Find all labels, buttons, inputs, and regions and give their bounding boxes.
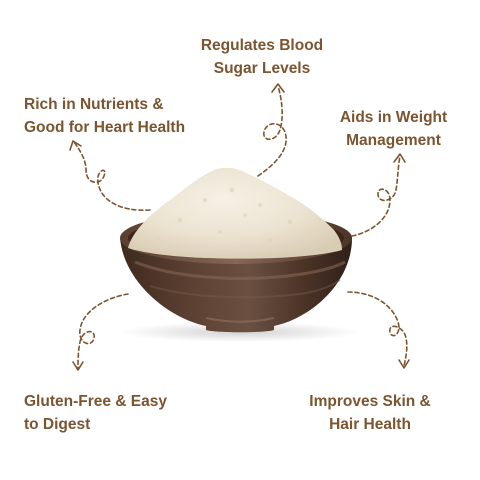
benefit-top-left-line2: Good for Heart Health <box>24 119 186 136</box>
benefit-top-left-line1: Rich in Nutrients & <box>24 96 164 113</box>
arrowhead-bottom-right <box>398 359 410 369</box>
benefit-top-line2: Sugar Levels <box>213 60 311 77</box>
arrowhead-top-right <box>393 153 406 163</box>
arrowhead-bottom-left <box>72 361 84 371</box>
arrow-bottom-right <box>347 291 408 367</box>
arrow-bottom-left <box>77 293 129 369</box>
benefit-bottom-left-line1: Gluten-Free & Easy <box>24 393 167 410</box>
benefit-label-gluten-free: Gluten-Free & Easy to Digest <box>24 390 167 436</box>
arrowhead-top-left <box>69 140 82 151</box>
flour-mound <box>128 167 342 259</box>
arrowhead-top <box>271 83 285 93</box>
bowl-body <box>120 238 352 333</box>
benefit-label-nutrients: Rich in Nutrients & Good for Heart Healt… <box>24 93 185 139</box>
arrow-top-left <box>73 141 151 211</box>
benefit-top-line1: Regulates Blood <box>200 37 324 54</box>
benefit-bottom-right-line2: Hair Health <box>329 416 411 433</box>
arrow-top-right <box>351 155 401 237</box>
arrow-top <box>257 85 287 177</box>
benefit-label-blood-sugar: Regulates Blood Sugar Levels <box>192 34 332 80</box>
benefit-top-right-line2: Management <box>346 132 441 149</box>
benefit-label-weight: Aids in Weight Management <box>333 106 454 152</box>
benefit-bottom-right-line1: Improves Skin & <box>309 393 431 410</box>
benefit-top-right-line1: Aids in Weight <box>339 109 448 126</box>
benefit-bottom-left-line2: to Digest <box>24 416 91 433</box>
benefit-label-skin-hair: Improves Skin & Hair Health <box>304 390 436 436</box>
